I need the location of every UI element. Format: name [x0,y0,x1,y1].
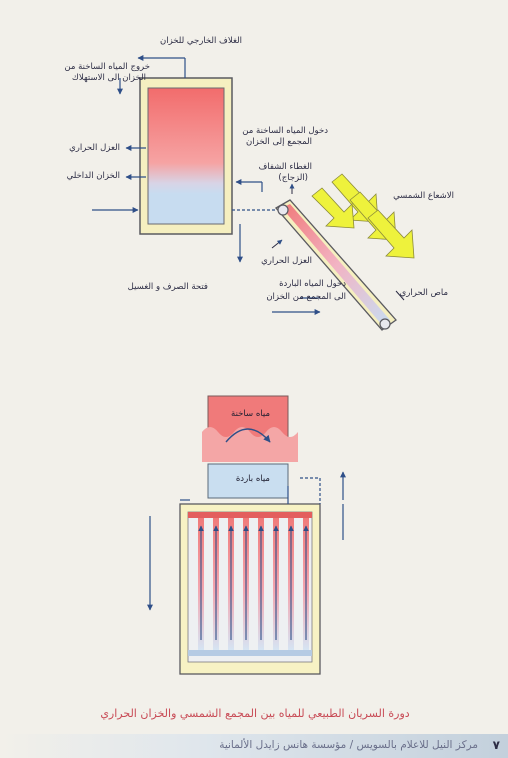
diagram1-pipes [92,55,321,315]
tank2-circulation-arrow [225,428,271,443]
label-solar-radiation: الاشعاع الشمسي [393,191,454,201]
solar-rays [311,173,415,259]
label-hot-water-in-2: المجمع إلى الخزان [246,137,312,147]
solar-collector [274,199,397,331]
leader-arrows [271,183,405,301]
page-number: ٧ [492,738,500,752]
label-hot-water-in-1: دخول المياه الساخنة من [242,126,328,136]
tank2-cold-section [207,463,289,499]
collector-absorber [282,204,390,325]
label-inner-tank: الخزان الداخلي [66,171,120,181]
tank-inner [147,87,225,225]
footer-text: مركز النيل للاعلام بالسويس / مؤسسة هانس … [219,739,478,751]
label-outer-casing: الغلاف الخارجي للخزان [160,36,242,46]
label-drain-valve: فتحة الصرف و الغسيل [127,282,208,292]
label-hot-water-out-1: خروج المياه الساخنة من [64,62,150,72]
collector-bottom-port [379,318,391,330]
collector2-header-pipe [188,512,312,518]
collector2-tubes [198,518,309,650]
solar-collector-2 [179,503,321,675]
figure-caption: دورة السريان الطبيعي للمياه بين المجمع ا… [100,707,410,720]
label-transparent-cover-2: (الزجاج) [278,173,308,183]
tank2-hot-water-waves [202,427,298,462]
label-collector-insulation: العزل الحراري [261,256,312,266]
label-cold-water-in-1: دخول المياه الباردة [279,279,346,289]
collector-top-port [277,204,289,216]
label-heat-absorber: ماص الحراري [399,288,448,298]
diagram2-pipes [147,471,346,611]
label-cold-water-in-2: الى المجمع من الخزان [266,292,346,302]
label-hot-water: مياه ساخنة [231,409,270,419]
storage-tank [139,77,233,235]
label-hot-water-out-2: الخزان الى الاستهلاك [71,73,146,83]
collector2-footer-pipe [188,650,312,656]
label-thermal-insulation: العزل الحراري [69,143,120,153]
label-cold-water: مياه باردة [235,474,270,484]
label-transparent-cover-1: الغطاء الشفاف [258,162,312,172]
page-footer: مركز النيل للاعلام بالسويس / مؤسسة هانس … [0,734,508,758]
storage-tank-2 [202,395,298,499]
